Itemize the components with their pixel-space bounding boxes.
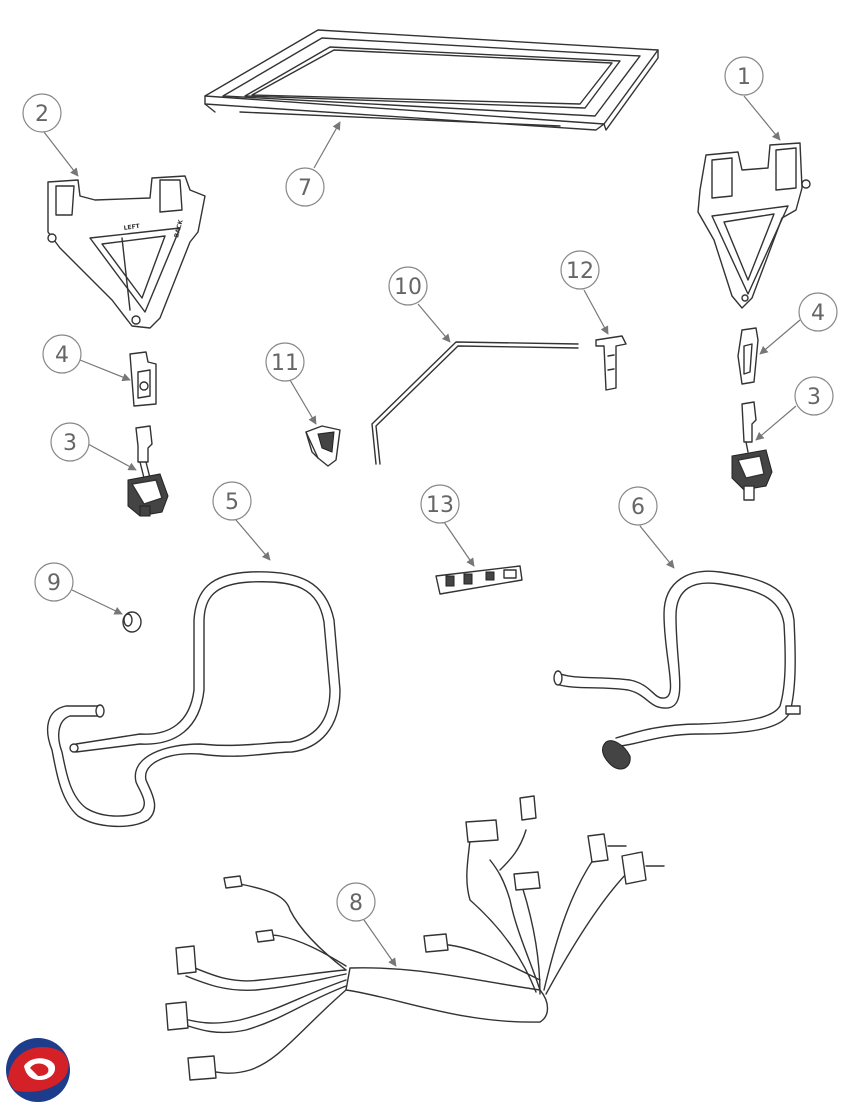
- callout-6: 6: [618, 486, 658, 526]
- part-9-bushing: [122, 611, 142, 633]
- callout-11: 11: [265, 342, 305, 382]
- part-4-latch-left: [129, 351, 157, 407]
- callout-4-left-label: 4: [55, 343, 69, 368]
- part-3-switch-right: [731, 401, 773, 501]
- part-7-frame-panel: [204, 29, 659, 131]
- callout-4-right-label: 4: [811, 301, 825, 326]
- callout-2: 2: [22, 93, 62, 133]
- bracket-left-label: LEFT: [123, 223, 141, 232]
- part-2-left-bracket: LEFT BACK: [47, 175, 206, 329]
- callout-12-label: 12: [566, 259, 594, 284]
- part-5-hose: [46, 571, 341, 828]
- part-8-wiring-harness: [165, 795, 665, 1081]
- part-1-right-bracket: [697, 142, 811, 309]
- callout-12: 12: [560, 250, 600, 290]
- callout-7: 7: [285, 167, 325, 207]
- callout-5-label: 5: [225, 490, 239, 515]
- callout-2-label: 2: [35, 102, 49, 127]
- callout-6-label: 6: [631, 495, 645, 520]
- part-4-latch-right: [737, 327, 759, 385]
- brand-swirl-logo: [6, 1038, 70, 1102]
- part-10-rod: [371, 341, 579, 465]
- callout-3-left-label: 3: [63, 431, 77, 456]
- callout-7-label: 7: [298, 176, 312, 201]
- callout-3-left: 3: [50, 422, 90, 462]
- callout-9-label: 9: [47, 571, 61, 596]
- part-3-switch-left: [127, 425, 169, 517]
- callout-leaders: [43, 95, 801, 967]
- callout-13-label: 13: [426, 493, 454, 518]
- callout-3-right: 3: [794, 376, 834, 416]
- bracket-back-label: BACK: [173, 219, 185, 239]
- part-6-hose: [553, 570, 801, 770]
- callout-13: 13: [420, 484, 460, 524]
- callout-10-label: 10: [394, 275, 422, 300]
- callout-3-right-label: 3: [807, 385, 821, 410]
- part-13-connector-strip: [435, 565, 523, 595]
- callout-10: 10: [388, 266, 428, 306]
- callout-8-label: 8: [349, 891, 363, 916]
- callout-8: 8: [336, 882, 376, 922]
- callout-4-left: 4: [42, 334, 82, 374]
- callout-1-label: 1: [737, 65, 751, 90]
- callout-9: 9: [34, 562, 74, 602]
- callout-1: 1: [724, 56, 764, 96]
- callout-5: 5: [212, 481, 252, 521]
- callout-4-right: 4: [798, 292, 838, 332]
- part-12-pin-clip: [595, 335, 627, 391]
- callout-11-label: 11: [271, 351, 299, 376]
- part-11-clip: [305, 425, 341, 467]
